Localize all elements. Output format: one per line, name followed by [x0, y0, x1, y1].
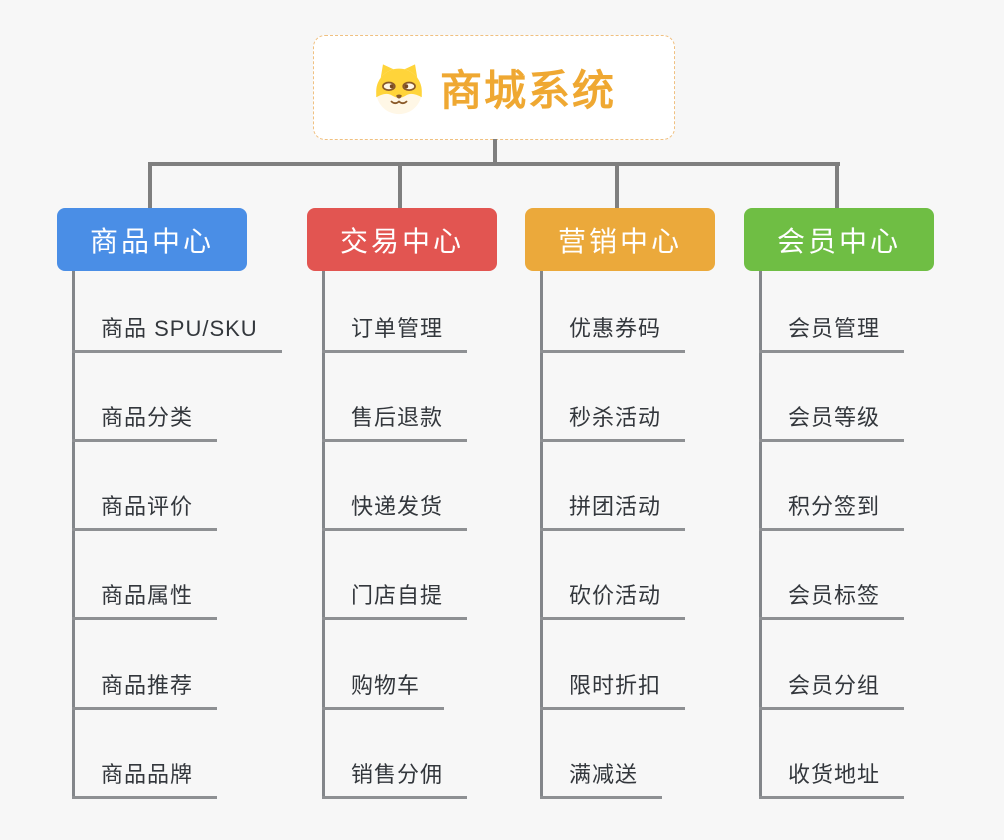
branch-header-member-center[interactable]: 会员中心 [744, 208, 934, 271]
root-title: 商城系统 [439, 67, 616, 114]
subtopic-node[interactable]: 快递发货 [322, 489, 468, 531]
root-node[interactable]: 商城系统 [313, 35, 675, 140]
branch-spine [72, 271, 75, 799]
connector-drop [398, 162, 402, 210]
subtopic-node[interactable]: 会员等级 [759, 400, 905, 442]
subtopic-node[interactable]: 拼团活动 [540, 489, 686, 531]
subtopic-node[interactable]: 会员分组 [759, 668, 905, 710]
subtopic-node[interactable]: 商品分类 [72, 400, 218, 442]
connector-drop [835, 162, 839, 210]
subtopic-node[interactable]: 优惠券码 [540, 311, 686, 353]
subtopic-node[interactable]: 销售分佣 [322, 757, 468, 799]
connector-drop [615, 162, 619, 210]
branch-header-trade-center[interactable]: 交易中心 [307, 208, 497, 271]
branch-member-center: 会员中心 会员管理 会员等级 积分签到 会员标签 会员分组 收货地址 [744, 208, 1004, 808]
subtopic-node[interactable]: 会员标签 [759, 578, 905, 620]
subtopic-node[interactable]: 门店自提 [322, 578, 468, 620]
subtopic-node[interactable]: 商品属性 [72, 578, 218, 620]
subtopic-node[interactable]: 砍价活动 [540, 578, 686, 620]
subtopic-node[interactable]: 售后退款 [322, 400, 468, 442]
subtopic-node[interactable]: 订单管理 [322, 311, 468, 353]
subtopic-node[interactable]: 满减送 [540, 757, 663, 799]
connector-bus [148, 162, 840, 166]
branch-product-center: 商品中心 商品 SPU/SKU 商品分类 商品评价 商品属性 商品推荐 商品品牌 [57, 208, 327, 808]
subtopic-node[interactable]: 商品 SPU/SKU [72, 311, 282, 353]
subtopic-node[interactable]: 限时折扣 [540, 668, 686, 710]
subtopic-node[interactable]: 积分签到 [759, 489, 905, 531]
subtopic-node[interactable]: 商品评价 [72, 489, 218, 531]
branch-spine [759, 271, 762, 799]
subtopic-node[interactable]: 商品品牌 [72, 757, 218, 799]
connector-drop [148, 162, 152, 210]
subtopic-node[interactable]: 秒杀活动 [540, 400, 686, 442]
branch-trade-center: 交易中心 订单管理 售后退款 快递发货 门店自提 购物车 销售分佣 [307, 208, 577, 808]
shiba-dog-icon [372, 61, 426, 115]
branch-spine [322, 271, 325, 799]
branch-header-product-center[interactable]: 商品中心 [57, 208, 247, 271]
subtopic-node[interactable]: 购物车 [322, 668, 445, 710]
branch-spine [540, 271, 543, 799]
subtopic-node[interactable]: 商品推荐 [72, 668, 218, 710]
connector-root-stub [493, 139, 497, 164]
branch-header-marketing-center[interactable]: 营销中心 [525, 208, 715, 271]
subtopic-node[interactable]: 收货地址 [759, 757, 905, 799]
subtopic-node[interactable]: 会员管理 [759, 311, 905, 353]
branch-marketing-center: 营销中心 优惠券码 秒杀活动 拼团活动 砍价活动 限时折扣 满减送 [525, 208, 795, 808]
